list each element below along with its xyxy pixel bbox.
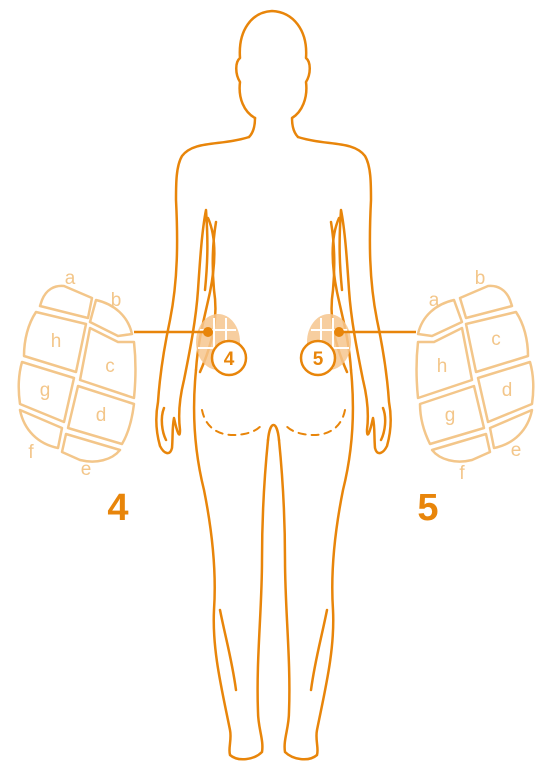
zone-4-letter-f: f <box>28 442 34 463</box>
right-gluteal-fold <box>285 410 345 435</box>
site-5-number: 5 <box>313 349 324 370</box>
zone-map-5: a b c h d g e f 5 <box>417 268 534 529</box>
head-outline <box>236 11 310 137</box>
left-gluteal-fold <box>202 410 262 435</box>
zone-5-letter-g: g <box>445 405 456 426</box>
zone-4-letter-c: c <box>105 356 115 377</box>
left-arm-outline <box>156 137 249 453</box>
site-5-marker: 5 <box>301 314 416 375</box>
zone-5-letter-f: f <box>459 463 465 484</box>
zone-4a-tile <box>40 286 92 318</box>
zone-4-letter-h: h <box>51 331 62 352</box>
zone-5-letter-h: h <box>437 356 448 377</box>
zone-5-letter-d: d <box>502 380 513 401</box>
zone-map-5-label: 5 <box>417 487 438 529</box>
zone-5b-tile <box>460 286 512 318</box>
site-4-number: 4 <box>224 349 235 370</box>
zone-4-letter-b: b <box>111 290 122 311</box>
zone-4-letter-d: d <box>96 405 107 426</box>
zone-5-letter-b: b <box>475 268 486 289</box>
zone-map-4: a b h c g d f e 4 <box>19 268 136 529</box>
zone-5-letter-e: e <box>511 440 522 461</box>
zone-map-4-label: 4 <box>107 487 128 529</box>
body-silhouette <box>156 11 390 759</box>
zone-4-letter-a: a <box>65 268 76 289</box>
right-arm-outline <box>298 137 391 453</box>
zone-5-letter-c: c <box>491 329 501 350</box>
zone-4-letter-g: g <box>40 380 51 401</box>
zone-5-letter-a: a <box>429 290 440 311</box>
zone-4-letter-e: e <box>81 459 92 480</box>
